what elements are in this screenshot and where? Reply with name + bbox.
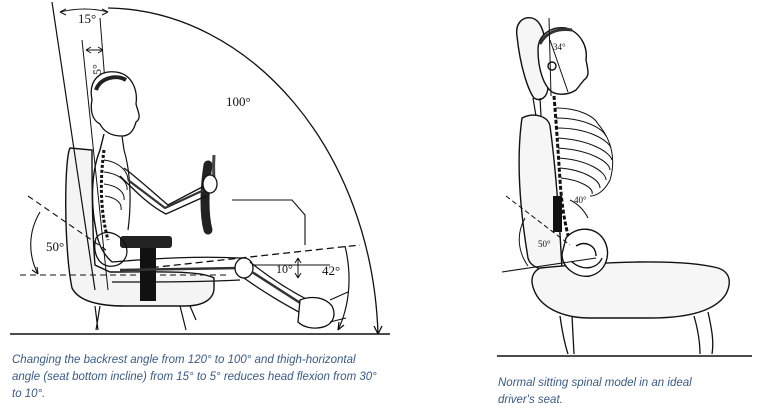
angle-label-knee: 42° (322, 263, 340, 278)
left-figure-caption: Changing the backrest angle from 120° to… (12, 354, 377, 400)
angle-label-head: 34° (553, 42, 566, 52)
left-posture-diagram (10, 1, 390, 335)
angle-label-seat-back: 50° (538, 239, 551, 249)
angle-label-lumbar: 50° (46, 239, 64, 254)
angle-label-top-outer: 15° (78, 11, 96, 26)
right-spine-diagram (497, 17, 752, 357)
angle-label-seat: 10° (276, 262, 293, 276)
angle-label-backrest: 100° (226, 94, 251, 109)
left-seat (65, 147, 215, 307)
left-driver-figure (90, 71, 349, 329)
right-seat-cushion (531, 261, 730, 319)
angle-label-lumbar-spine: 40° (574, 195, 587, 205)
angle-label-top-inner: 5° (90, 64, 104, 75)
right-figure-caption: Normal sitting spinal model in an ideal … (498, 377, 692, 406)
